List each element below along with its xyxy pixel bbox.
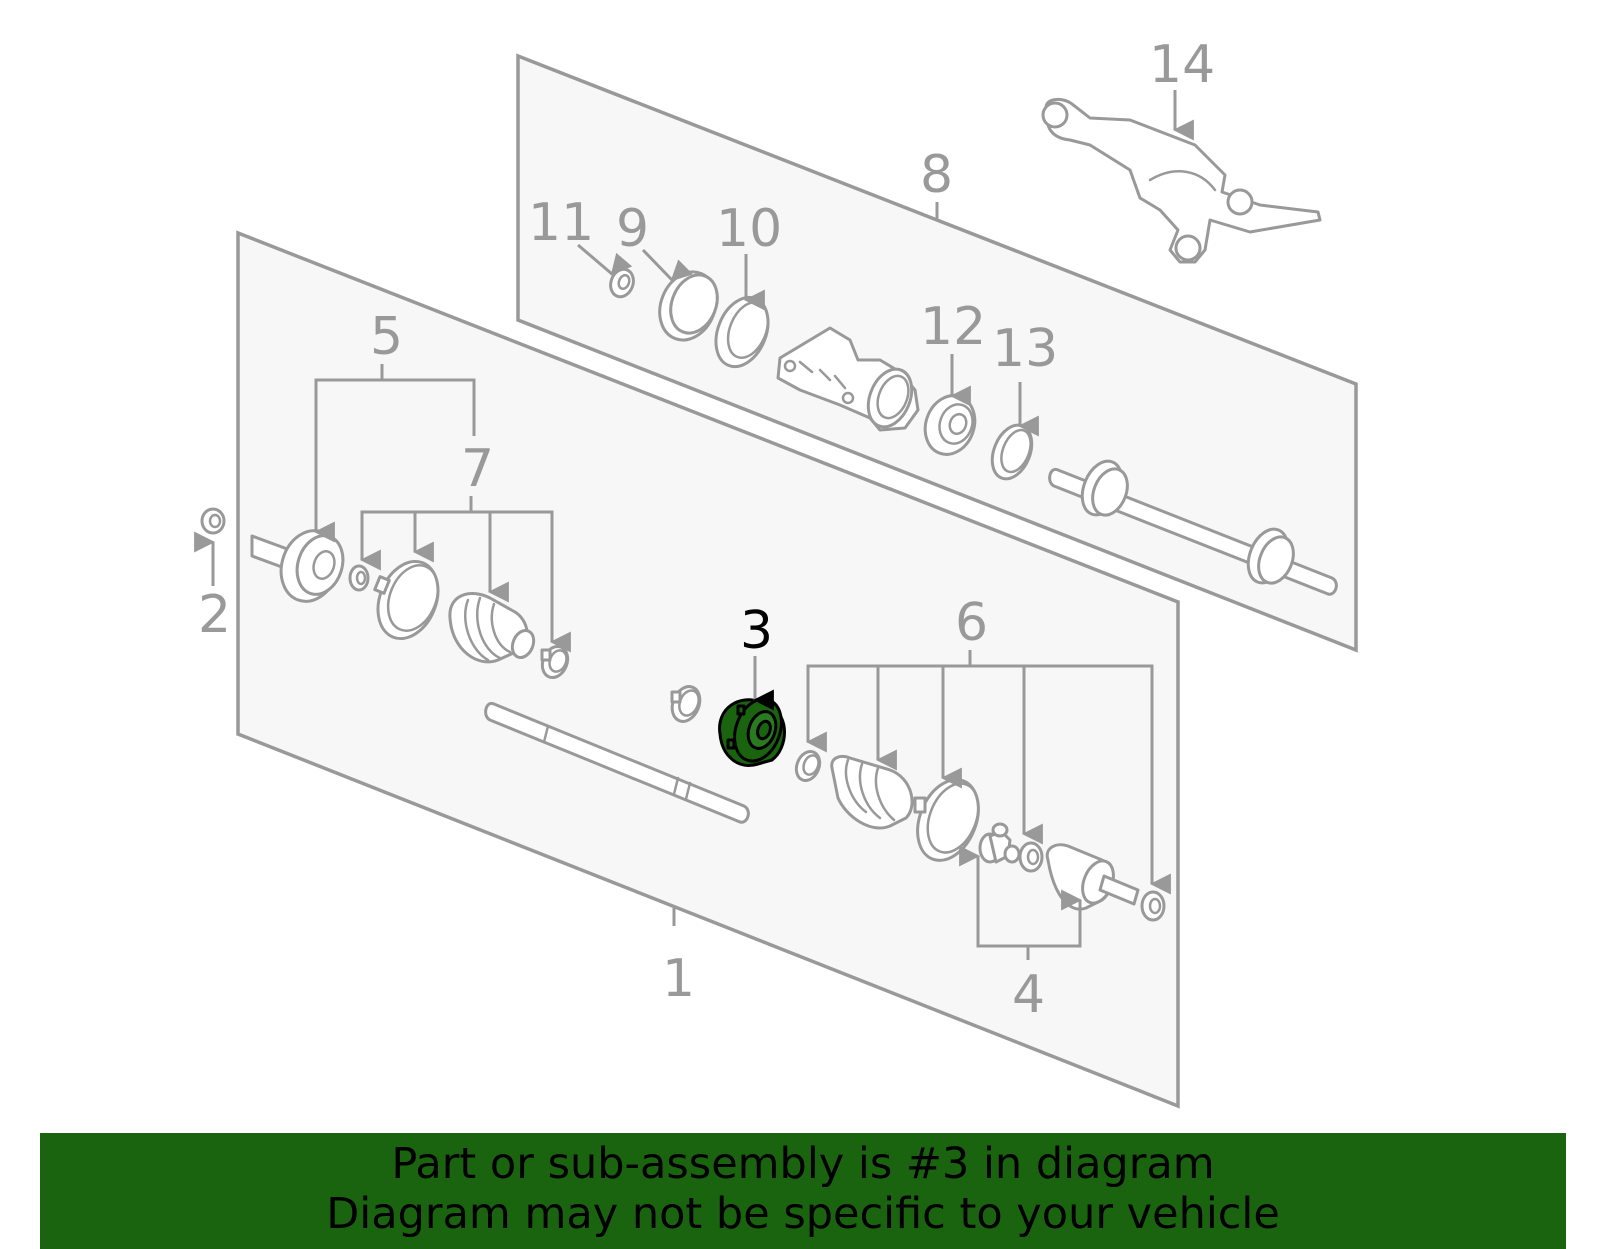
boot-clamp-inner-small-icon[interactable] xyxy=(667,682,705,725)
callout-5: 5 xyxy=(370,307,403,367)
callout-6: 6 xyxy=(955,593,988,653)
boot-clamp-outer-small-icon[interactable] xyxy=(538,643,572,682)
callout-13: 13 xyxy=(992,319,1058,379)
callout-14: 14 xyxy=(1149,35,1215,95)
snap-ring-6-icon[interactable] xyxy=(1018,841,1044,873)
info-banner: Part or sub-assembly is #3 in diagram Di… xyxy=(40,1133,1566,1249)
damper-3-highlighted-icon[interactable] xyxy=(718,692,790,767)
leader-5 xyxy=(313,364,384,543)
callout-7: 7 xyxy=(461,439,494,499)
driveshaft-panel xyxy=(236,230,1180,1109)
leader-9 xyxy=(641,248,693,282)
leader-5b xyxy=(382,378,476,436)
callout-3: 3 xyxy=(740,601,773,661)
callout-2: 2 xyxy=(198,585,231,645)
intermediate-shaft-panel xyxy=(516,53,1358,653)
leader-4b xyxy=(1028,889,1083,948)
axle-shaft-icon[interactable] xyxy=(484,701,750,824)
callout-12: 12 xyxy=(920,297,986,357)
callout-1: 1 xyxy=(662,949,695,1009)
callout-10: 10 xyxy=(716,199,782,259)
outer-cv-joint-icon[interactable] xyxy=(250,523,350,609)
leader-11 xyxy=(577,243,633,276)
banner-line-2: Diagram may not be specific to your vehi… xyxy=(326,1189,1280,1239)
nut-2-icon[interactable] xyxy=(200,507,226,535)
bracket-14-icon[interactable] xyxy=(1041,97,1322,264)
banner-line-1: Part or sub-assembly is #3 in diagram xyxy=(391,1139,1215,1189)
callout-4: 4 xyxy=(1012,965,1045,1025)
washer-7a-icon[interactable] xyxy=(348,564,370,592)
boot-band-outer-icon[interactable] xyxy=(367,552,449,647)
boot-band-inner-icon[interactable] xyxy=(906,771,989,870)
leader-6 xyxy=(805,650,972,753)
outer-boot-icon[interactable] xyxy=(448,592,538,664)
seal-9-icon[interactable] xyxy=(650,263,726,348)
callout-9: 9 xyxy=(616,199,649,259)
washer-6b-icon[interactable] xyxy=(1140,890,1166,922)
callout-8: 8 xyxy=(920,145,953,205)
leader-6b xyxy=(970,664,1171,895)
leader-4 xyxy=(959,845,1030,960)
leader-7b xyxy=(471,510,571,653)
bearing-support-icon[interactable] xyxy=(776,326,920,433)
callout-11: 11 xyxy=(528,193,594,253)
intermediate-shaft-icon[interactable] xyxy=(1048,455,1338,596)
inner-boot-icon[interactable] xyxy=(830,754,914,830)
